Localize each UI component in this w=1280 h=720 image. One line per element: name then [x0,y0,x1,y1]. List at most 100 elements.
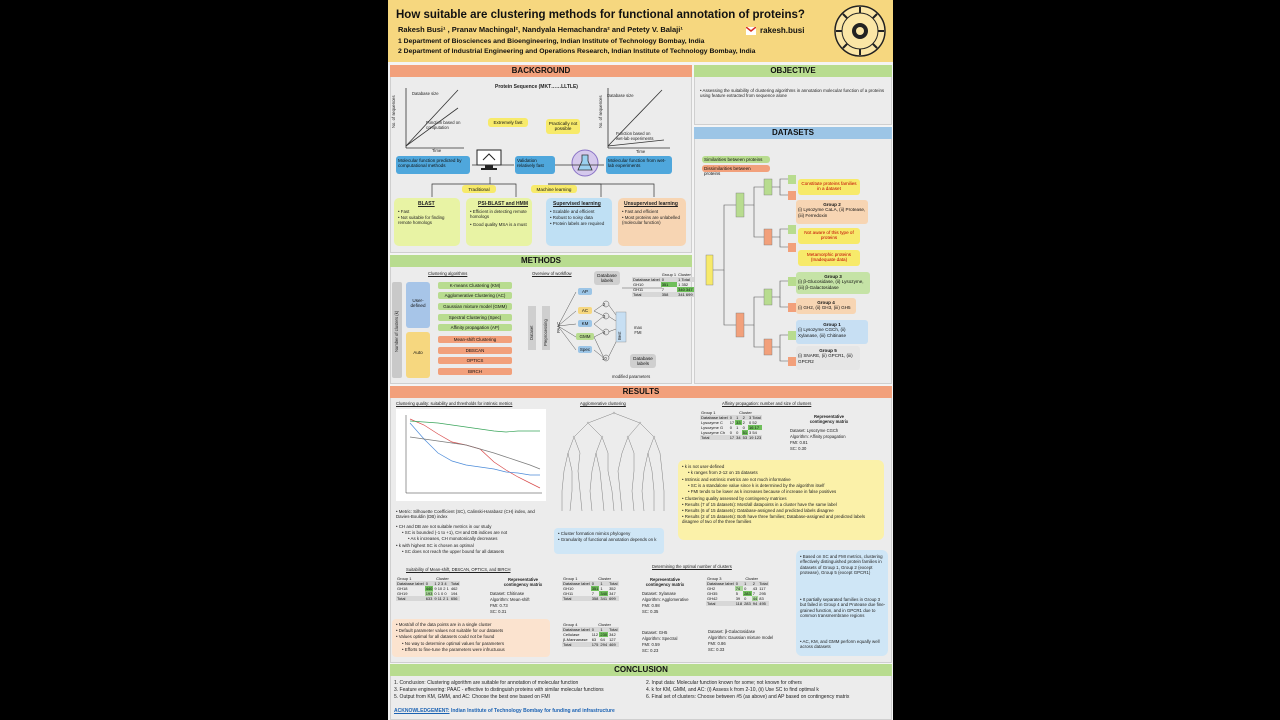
max-fmi-label: max FMI [634,325,642,335]
opt-info2-fmi: FMI: 0.59 [642,642,660,647]
affiliation-1: 1 Department of Biosciences and Bioengin… [398,38,705,45]
opt-info1-heading: Representative contingency matrix [645,577,685,587]
opt-info3-model: FMI: 0.86 [708,641,726,646]
nclusters-label: Number of clusters (k) [394,310,399,352]
opt-title: Determining the optimal number of cluste… [652,564,732,569]
psiblast-title: PSI-BLAST and HMM [478,201,528,207]
conclusion-4: 4. k for KM, GMM, and AC: (i) Assess k f… [646,687,819,693]
computer-icon [476,149,502,170]
email: rakesh.busi [760,26,805,35]
dataset-group-2: Group 2 (i) Lysozyme CaLA, (ii) Protease… [796,200,868,224]
cq-bullet-1: • Metric: Silhouette Coefficient (SC), C… [396,509,535,520]
algo-dbscan: DBSCAN [438,347,512,354]
ms-info-fmi: FMI: 0.73 [490,603,508,608]
dataset-label: Dataset [529,325,534,340]
opt-info1-algo: Algorithm: Agglomerative [642,597,689,602]
mf-predicted-box: Molecular function predicted by computat… [396,156,470,174]
ms-bullet-1: • Most/all of the data points are in a s… [396,622,492,627]
dataset-group-4: Group 4 (i) GH2, (ii) GH3, (iii) GH5 [796,298,856,314]
poster: How suitable are clustering methods for … [388,0,893,720]
ap-info-algo: Algorithm: Affinity propagation [790,434,846,439]
group-2-text: (i) Lysozyme CaLA, (ii) Protease, (iii) … [798,207,866,218]
opt-info2-algo: Algorithm: Spectral [642,636,678,641]
lab-flask-icon [571,149,599,177]
ms-info-heading: Representative contingency matrix [503,577,543,587]
workflow-title: Overview of workflow [532,271,572,276]
opt-info2-sc: SC: 0.23 [642,648,659,653]
ap-info-heading: Representative contingency matrix [809,414,849,424]
wf-algo-gmm: GMM [576,333,594,340]
ap-bullets-box [678,460,884,540]
gmail-icon [746,27,756,35]
dataset-group-1: Group 1 (i) Lysozyme CGCh, (ii) Xylanase… [796,320,868,344]
yb-9: • Results (2 of 15 datasets): Both have … [682,514,866,525]
algo-affinity: Affinity propagation (AP) [438,324,512,331]
wf-algo-ap: AP [578,288,592,295]
k-4: 4 [603,330,606,335]
dataset-metamorphic-box: Metamorphic proteins (Inadequate data) [798,250,860,266]
legend-similarities: Similarities between proteins [702,156,770,163]
yb-6: • Clustering quality assessed by conting… [682,496,787,501]
unsupervised-item-1: • Fast and efficient [622,209,659,214]
ack-label: ACKNOWLEDGEMENT: [394,708,450,714]
clustering-algorithms-title: Clustering algorithms [428,271,468,276]
yb-5: • FMI tends to be lower as k increases b… [688,489,837,494]
yb-7: • Results (7 of 15 datasets): Most/all d… [682,502,837,507]
ms-bullet-3: • Values optimal for all datasets could … [396,634,495,639]
ms-bullets-box [392,619,550,657]
datasets-tree-diagram [705,175,796,366]
objective-heading: OBJECTIVE [694,65,892,77]
traditional-label: Traditional [462,185,496,193]
blast-box [394,198,460,246]
poster-header [388,0,893,62]
computation-growth-plot [405,88,464,149]
psiblast-item-2: • Good quality MSA is a must [470,222,527,227]
group-4-text: (i) GH2, (ii) GH3, (iii) GH5 [798,305,851,311]
opt-info2-dataset: Dataset: GH5 [642,630,668,635]
validation-arrow [472,164,604,166]
k-10: 10 [602,356,607,361]
conclusion-2: 2. Input data: Molecular function known … [646,680,802,686]
plot-right-xlabel: Time [636,149,646,154]
conclusion-6: 6. Final set of clusters: Choose between… [646,694,850,700]
ms-info-algo: Algorithm: Mean-shift [490,597,530,602]
background-heading: BACKGROUND [390,65,692,77]
blast-item-2: • Not suitable for finding remote homolo… [398,215,445,226]
ms-bullet-4: • No way to determine optimal values for… [402,641,505,646]
yb-3: • Intrinsic and extrinsic metrics are no… [682,477,791,482]
algo-gmm: Gaussian mixture model (GMM) [438,303,512,310]
group-2-title: Group 2 [823,202,841,207]
category-connectors [431,177,655,197]
group-5-text: (i) SNARE, (ii) GPCR1, (iii) GPCR2 [798,353,853,364]
dataset-unknown-box: Not aware of this type of proteins [798,228,860,244]
ap-info-fmi: FMI: 0.81 [790,440,808,445]
blast-title: BLAST [418,201,435,207]
ac-bullet-1: • Cluster formation mimics phylogeny [558,531,631,536]
supervised-item-2: • Robust to noisy data [550,215,593,220]
dataset-group-5: Group 5 (i) SNARE, (ii) GPCR1, (iii) GPC… [796,346,860,370]
plot-right-l2: Function based on wet-lab experiments [616,131,654,141]
group-1-title: Group 1 [823,322,841,327]
acknowledgement: ACKNOWLEDGEMENT: Indian Institute of Tec… [394,708,615,714]
wf-algo-spec: Spec [578,346,592,353]
yb-1: • k is not user-defined [682,464,725,469]
algo-kmeans: K-means Clustering (KM) [438,282,512,289]
unsupervised-box [618,198,686,246]
conclusion-5: 5. Output from KM, GMM, and AC: Choose t… [394,694,550,700]
authors: Rakesh Busi¹ , Pranav Machingal², Nandya… [398,25,683,34]
db-labels-top: Database labels [594,271,620,285]
dataset-group-3: Group 3 (i) β-Glucosidase, (ii) Lysozyme… [796,272,870,294]
workflow-network [557,287,662,362]
auto-box: Auto [406,332,430,378]
ack-text: Indian Institute of Technology Bombay fo… [450,708,615,714]
ms-info-sc: SC: 0.31 [490,609,507,614]
group-1-text: (i) Lysozyme CGCh, (ii) Xylanase, (iii) … [798,327,846,338]
results-heading: RESULTS [390,386,892,398]
agglomerative-dendrogram [561,411,665,512]
conclusion-3: 3. Feature engineering: PAAC - effective… [394,687,604,693]
preprocessing-label: Preprocessing [543,319,548,346]
psiblast-box [466,198,532,246]
